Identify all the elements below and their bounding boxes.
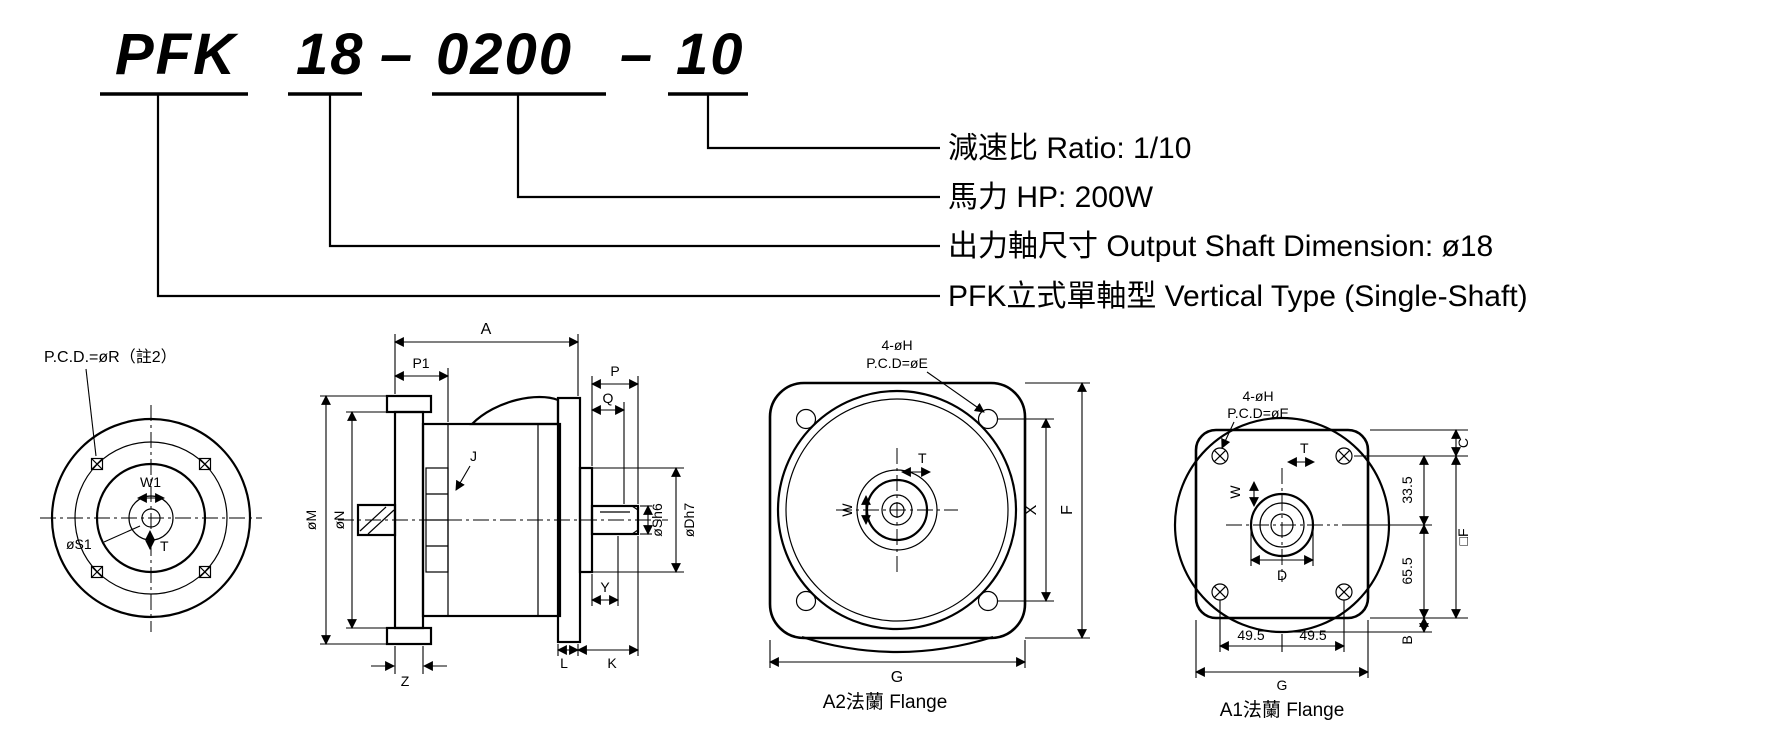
model-segment-series: PFK (115, 22, 239, 87)
model-segment-shaft: 18 (296, 22, 365, 87)
model-segment-ratio: 10 (676, 22, 745, 87)
leader-s1 (103, 525, 141, 543)
connector-series (156, 94, 940, 298)
model-segment-power: 0200 (436, 22, 573, 87)
dim-label-t-face: T (160, 538, 169, 554)
dim-label-y: Y (600, 579, 610, 595)
dim-label-x-a2: X (1023, 504, 1040, 515)
dim-label-a: A (481, 321, 492, 338)
callout-power: 馬力 HP: 200W (948, 181, 1154, 214)
dim-label-d-a1: D (1277, 567, 1287, 583)
label-holes-a1: 4-øH (1242, 388, 1273, 404)
label-holes-a2: 4-øH (881, 337, 912, 353)
a1-bolt-holes (1211, 447, 1353, 601)
dim-label-f-a2: F (1059, 505, 1076, 515)
dim-label-w-a2: W (839, 503, 855, 517)
dim-label-g-a2: G (891, 669, 903, 686)
connector-power (516, 94, 940, 199)
side-view: A P1 P Q øSh6 øDh7 øM øN J (303, 321, 697, 689)
dim-label-g-a1: G (1277, 677, 1288, 693)
dim-label-49-5-left: 49.5 (1237, 627, 1264, 643)
dim-label-sh6: øSh6 (649, 503, 665, 537)
a2-flange-view: T W X F G 4-øH P.C.D=øE A2法蘭 Flange (768, 337, 1090, 713)
dim-label-z: Z (401, 673, 410, 689)
dim-label-b-a1: B (1399, 635, 1415, 644)
label-pcd-r: P.C.D.=øR（註2） (44, 348, 177, 366)
dim-label-square-f-a1: □F (1455, 528, 1471, 545)
label-pcd-a1: P.C.D=øE (1227, 405, 1289, 421)
leader-pcd-r (85, 368, 97, 457)
dim-label-p: P (610, 363, 619, 379)
callout-ratio: 減速比 Ratio: 1/10 (948, 132, 1191, 165)
dim-label-w1: W1 (140, 474, 161, 490)
model-separator-1: – (380, 22, 414, 87)
flange-face-view: P.C.D.=øR（註2） W1 T øS1 (40, 348, 262, 632)
connector-ratio (706, 94, 940, 150)
model-separator-2: – (620, 22, 654, 87)
dim-label-q: Q (603, 390, 614, 406)
callout-shaft: 出力軸尺寸 Output Shaft Dimension: ø18 (948, 230, 1493, 263)
dim-label-w-a1: W (1227, 485, 1243, 499)
dim-label-49-5-right: 49.5 (1299, 627, 1326, 643)
connector-shaft (328, 94, 940, 248)
dim-label-k: K (607, 655, 617, 671)
dim-label-dh7: øDh7 (681, 503, 697, 537)
dim-label-s1: øS1 (66, 536, 92, 552)
callout-series: PFK立式單軸型 Vertical Type (Single-Shaft) (948, 280, 1528, 313)
bolt-hole-marks (90, 457, 212, 579)
dim-label-t-a2: T (918, 450, 927, 466)
model-code-block: PFK 18 – 0200 – 10 減速比 Ratio: 1/10 馬力 HP… (100, 22, 1528, 313)
dim-label-c-a1: C (1455, 438, 1471, 448)
label-pcd-a2: P.C.D=øE (866, 355, 928, 371)
caption-a1-flange: A1法蘭 Flange (1220, 699, 1345, 721)
caption-a2-flange: A2法蘭 Flange (823, 691, 948, 713)
dim-label-j: J (470, 448, 477, 464)
dim-label-33-5: 33.5 (1399, 476, 1415, 503)
dim-label-p1: P1 (412, 355, 429, 371)
dim-label-m: øM (303, 510, 319, 530)
dim-label-l: L (560, 655, 568, 671)
a1-flange-view: 4-øH P.C.D=øE T W D 33.5 65.5 B C □F (1173, 388, 1471, 721)
dim-label-t-a1: T (1300, 440, 1309, 456)
dim-label-n: øN (331, 511, 347, 530)
dim-label-65-5: 65.5 (1399, 557, 1415, 584)
